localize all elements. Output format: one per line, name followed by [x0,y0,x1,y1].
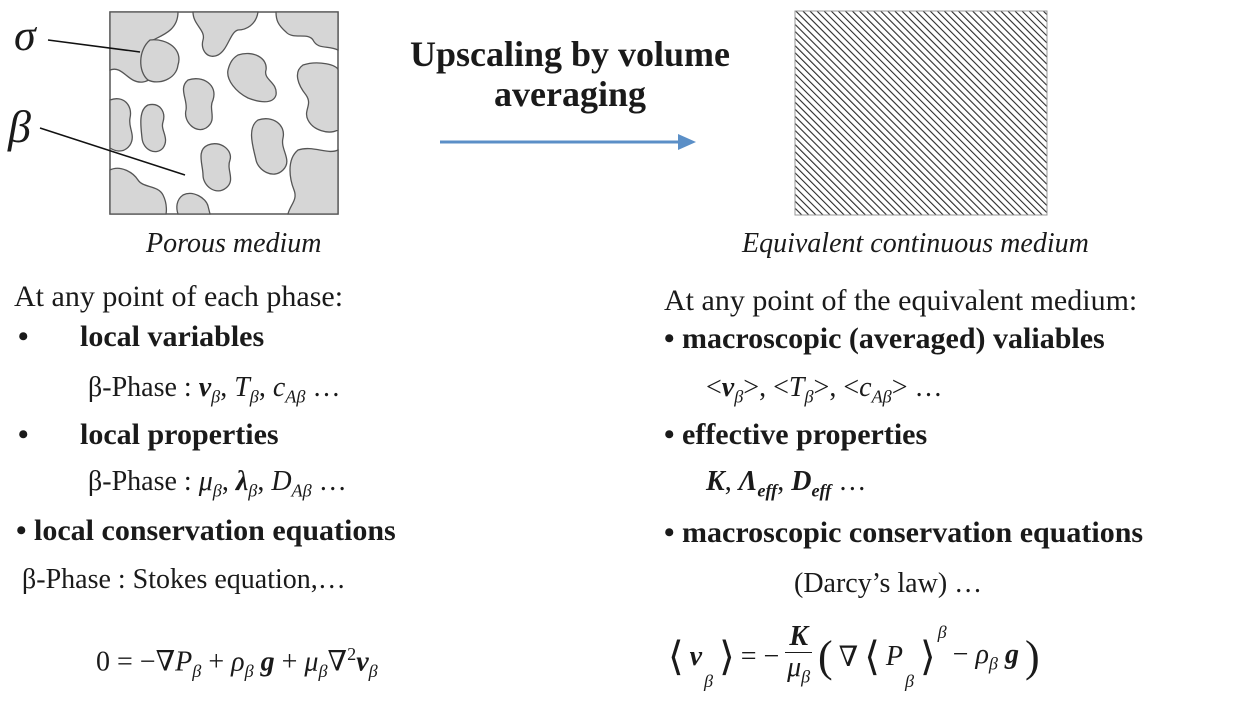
solid-grain [192,11,259,57]
right-bullet-3-label: macroscopic conservation equations [682,516,1144,549]
left-stokes-line: β-Phase : Stokes equation,… [22,564,346,595]
bullet-dot-icon: • [18,320,29,353]
left-bullet-3: • local conservation equations [16,514,396,548]
sigma-label: σ [14,11,36,60]
solid-grain [140,39,180,83]
solid-grain [296,62,339,133]
left-bullet-1: • local variables [18,320,264,354]
right-properties-line: K, Λeff, Deff … [706,466,867,501]
solid-grain [287,147,339,215]
diagram-title: Upscaling by volume averaging [380,34,760,114]
right-bullet-1: • macroscopic (averaged) valiables [664,322,1105,356]
solid-grain [140,103,167,153]
continuous-medium-figure [794,10,1048,216]
solid-grain [200,143,232,192]
solid-grain [275,11,339,52]
right-bullet-3: • macroscopic conservation equations [664,516,1143,550]
right-bullet-1-label: macroscopic (averaged) valiables [682,322,1105,355]
darcy-line: (Darcy’s law) … [794,568,983,599]
left-bullet-2-label: local properties [80,418,279,451]
left-properties-prefix: β-Phase : [88,466,199,497]
phase-leader-lines [39,39,186,176]
left-intro: At any point of each phase: [14,280,344,313]
bullet-dot-icon: • [664,322,675,355]
bullet-dot-icon: • [18,418,29,451]
solid-grain [250,118,288,175]
title-line-2: averaging [494,74,646,114]
solid-grain [109,167,168,215]
right-intro: At any point of the equivalent medium: [664,284,1138,317]
left-variables-prefix: β-Phase : [88,372,199,403]
continuous-medium-caption: Equivalent continuous medium [742,228,1089,259]
bullet-dot-icon: • [664,516,675,549]
right-variables-line: <vβ>, <Tβ>, <cAβ> … [706,372,943,407]
left-variables-line: β-Phase : vβ, Tβ, cAβ … [88,372,341,407]
porous-medium-caption: Porous medium [146,228,322,259]
solid-grain [109,98,133,152]
beta-label: β [8,101,31,152]
right-bullet-2-label: effective properties [682,418,928,451]
solid-grain [176,192,211,215]
right-arrow-icon [440,134,696,150]
left-bullet-1-label: local variables [80,320,265,353]
left-properties-line: β-Phase : μβ, λβ, DAβ … [88,466,347,501]
solid-grain [227,52,277,103]
left-bullet-3-label: local conservation equations [34,514,396,547]
left-bullet-2: • local properties [18,418,279,452]
porous-medium-figure [109,11,339,215]
bullet-dot-icon: • [16,514,27,547]
right-bullet-2: • effective properties [664,418,927,452]
solid-grain [182,78,215,131]
stokes-equation: 0 = −∇Pβ + ρβ g + μβ∇2vβ [96,644,378,681]
title-line-1: Upscaling by volume [409,34,731,74]
bullet-dot-icon: • [664,418,675,451]
